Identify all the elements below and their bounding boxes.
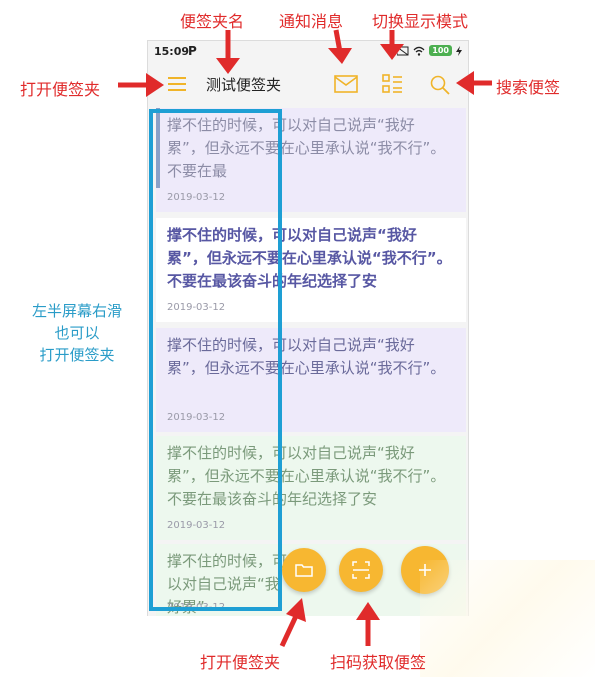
status-time: 15:09 bbox=[154, 45, 190, 58]
list-mode-icon[interactable] bbox=[382, 73, 404, 95]
note-text: 撑不住的时候，可以对自己说声“我好累”，但永远不要在心里承认说“我不行”。不要在… bbox=[167, 226, 452, 290]
wifi-icon bbox=[413, 46, 425, 56]
signal-icon bbox=[397, 46, 409, 55]
swipe-area-highlight bbox=[149, 109, 282, 611]
open-folder-button[interactable] bbox=[282, 548, 326, 592]
mail-icon[interactable] bbox=[334, 74, 358, 94]
annotation-swipe-hint: 左半屏幕右滑 也可以 打开便签夹 bbox=[22, 300, 132, 366]
annotation-open-folder: 打开便签夹 bbox=[20, 80, 101, 99]
scan-icon bbox=[352, 561, 370, 579]
note-text: 撑不住的时候，可以对自己说声“我好累”，但永远不要在心里承认说“我不行”。 bbox=[167, 336, 446, 377]
note-date: 2019-03-12 bbox=[167, 302, 226, 313]
annotation-switch-mode: 切换显示模式 bbox=[372, 12, 469, 31]
corner-glare bbox=[420, 560, 595, 677]
annotation-folder-name: 便签夹名 bbox=[180, 12, 245, 31]
note-date: 2019-03-12 bbox=[167, 192, 226, 203]
note-card[interactable]: 撑不住的时候，可以对自己说声“我好累”，但永远不要在心里承认说“我不行”。 20… bbox=[156, 328, 466, 432]
annotation-open-folder-bottom: 打开便签夹 bbox=[200, 653, 281, 672]
note-card[interactable]: 撑不住的时候，可以对自己说声“我好累”，但永远不要在心里承认说“我不行”。不要在… bbox=[156, 218, 466, 322]
note-text: 撑不住的时候，可以对自己说声“我好累”，但永远不要在心里承认说“我不行”。不要在… bbox=[167, 116, 446, 180]
annotation-search: 搜索便签 bbox=[496, 78, 561, 97]
note-date: 2019-03-12 bbox=[167, 412, 226, 423]
battery-indicator: 100 bbox=[429, 45, 452, 56]
carrier-glyph: P bbox=[188, 44, 197, 58]
swipe-hint-line: 左半屏幕右滑 bbox=[31, 302, 122, 320]
annotation-notify: 通知消息 bbox=[279, 12, 344, 31]
folder-title: 测试便签夹 bbox=[206, 76, 282, 94]
status-icons: 100 bbox=[397, 45, 462, 56]
app-bar: 测试便签夹 bbox=[148, 63, 468, 107]
status-bar: 15:09 P 100 bbox=[148, 41, 468, 61]
charging-icon bbox=[456, 45, 462, 56]
hamburger-menu-icon[interactable] bbox=[168, 77, 186, 91]
note-text: 撑不住的时候，可以对自己说声“我好累”，但永远不要在心里承认说“我不行”。不要在… bbox=[167, 444, 446, 508]
note-date: 2019-03-12 bbox=[167, 520, 226, 531]
note-text: 撑不住的时候，可以对自己说声“我好累” bbox=[167, 552, 288, 616]
swipe-hint-line: 打开便签夹 bbox=[39, 346, 115, 364]
selected-indicator bbox=[156, 108, 160, 188]
annotation-scan-code: 扫码获取便签 bbox=[330, 653, 427, 672]
search-icon[interactable] bbox=[429, 74, 451, 96]
swipe-hint-line: 也可以 bbox=[54, 324, 100, 342]
note-card[interactable]: 撑不住的时候，可以对自己说声“我好累”，但永远不要在心里承认说“我不行”。不要在… bbox=[156, 108, 466, 212]
note-card[interactable]: 撑不住的时候，可以对自己说声“我好累”，但永远不要在心里承认说“我不行”。不要在… bbox=[156, 436, 466, 540]
scan-code-button[interactable] bbox=[339, 548, 383, 592]
folder-icon bbox=[295, 564, 313, 577]
